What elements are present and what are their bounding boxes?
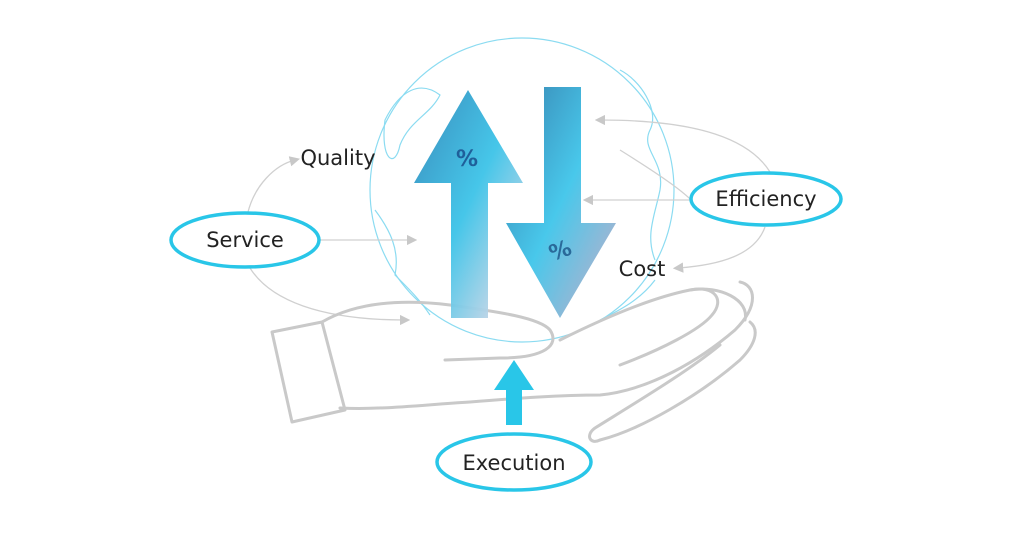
service-label: Service: [206, 228, 284, 252]
execution-arrow: [494, 360, 534, 425]
globe: [369, 37, 675, 343]
connector-lines: [247, 114, 771, 326]
percent-symbol-up: %: [456, 147, 478, 172]
efficiency-badge: Efficiency: [689, 171, 843, 227]
quality-label: Quality: [300, 146, 375, 170]
decrease-arrow: %: [506, 87, 616, 318]
hand-illustration: [270, 280, 757, 443]
increase-arrow: %: [414, 90, 523, 318]
execution-badge: Execution: [435, 432, 593, 492]
service-badge: Service: [169, 211, 321, 269]
cost-label: Cost: [619, 257, 666, 281]
execution-label: Execution: [462, 451, 565, 475]
efficiency-label: Efficiency: [715, 187, 816, 211]
